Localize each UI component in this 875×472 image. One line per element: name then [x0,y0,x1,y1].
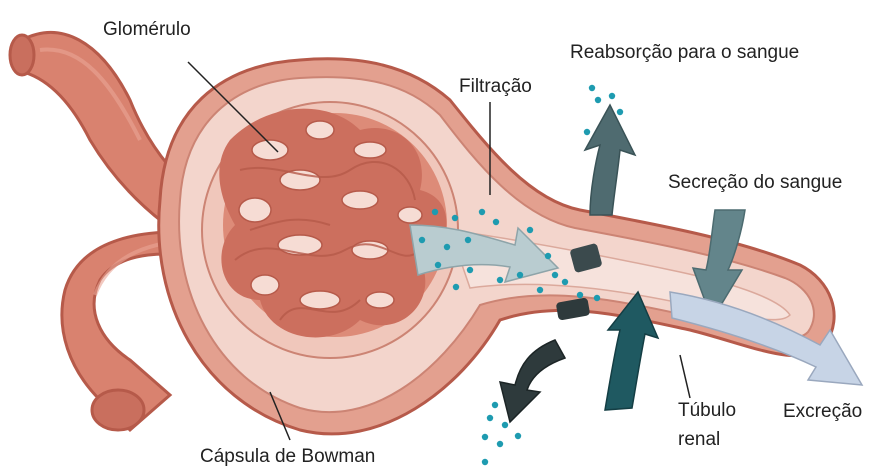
filtracao-label: Filtração [459,77,532,98]
excrecao-label: Excreção [783,402,862,423]
reabsorption-arrow-icon [585,105,635,215]
tubulo-pointer [680,355,690,398]
tubulo-label-line1: Túbulo [678,401,736,422]
reabsorcao-label: Reabsorção para o sangue [570,43,799,64]
outflow-arrow-icon [500,340,565,422]
capsula-label: Cápsula de Bowman [200,447,375,468]
glomerulo-label: Glomérulo [103,20,191,41]
tubulo-label-line2: renal [678,430,720,451]
secrecao-label: Secreção do sangue [668,173,842,194]
